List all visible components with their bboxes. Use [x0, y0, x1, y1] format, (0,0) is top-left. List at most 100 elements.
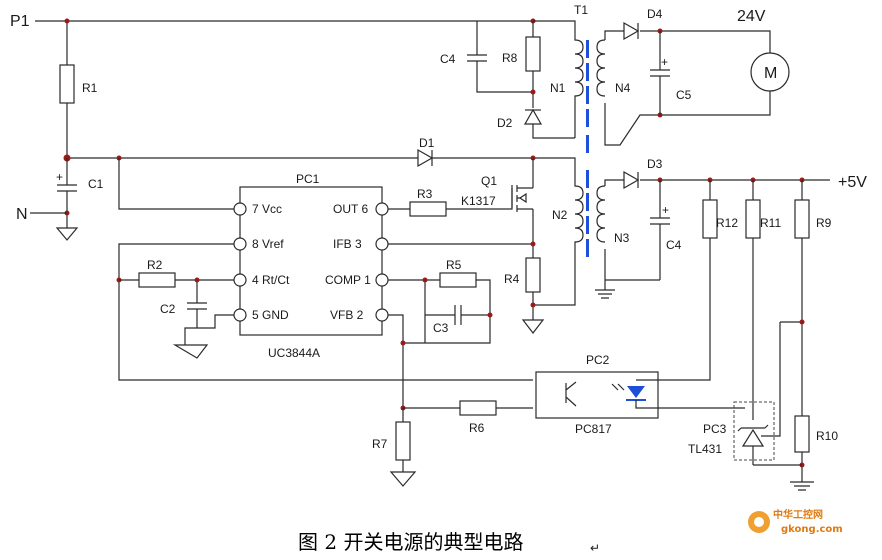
pin-5: 5 GND	[252, 308, 289, 322]
label-d3: D3	[647, 157, 663, 171]
label-n3: N3	[614, 231, 630, 245]
ground-symbol	[595, 289, 615, 299]
resistor-r3	[409, 201, 447, 217]
ground-symbol	[790, 481, 814, 491]
label-n2: N2	[552, 208, 568, 222]
phototransistor	[565, 381, 577, 407]
resistor-r9	[794, 199, 810, 239]
label-d2: D2	[497, 116, 513, 130]
label-c5: C5	[676, 88, 692, 102]
label-d1: D1	[419, 136, 435, 150]
label-c4b: C4	[666, 238, 682, 252]
svg-text:+: +	[662, 203, 669, 217]
capacitor-c1	[57, 158, 77, 228]
wire-fb	[402, 407, 533, 472]
label-5v: +5V	[838, 174, 867, 191]
wire-vcc	[118, 158, 234, 210]
label-r11: R11	[760, 216, 781, 230]
ground-symbol	[55, 227, 79, 241]
label-r9: R9	[816, 216, 832, 230]
label-t1: T1	[574, 3, 588, 17]
label-d4: D4	[647, 7, 663, 21]
pin-3: IFB 3	[333, 237, 362, 251]
ic-pins	[233, 202, 389, 322]
capacitor-c3	[454, 305, 462, 325]
figure-caption: 图 2 开关电源的典型电路	[298, 530, 523, 554]
winding-n1	[533, 20, 584, 138]
resistor-r4	[525, 257, 541, 293]
paragraph-mark: ↵	[590, 541, 600, 555]
label-n: N	[16, 206, 28, 223]
label-24v: 24V	[737, 8, 766, 25]
pin-8: 8 Vref	[252, 237, 284, 251]
resistor-r10	[794, 415, 810, 453]
ground-symbol	[521, 319, 545, 334]
label-pc817: PC817	[575, 422, 612, 436]
label-r8: R8	[502, 51, 518, 65]
label-pc1: PC1	[296, 172, 320, 186]
label-r2: R2	[147, 258, 163, 272]
label-q1: Q1	[481, 174, 497, 188]
wire-comp	[388, 279, 491, 410]
mosfet-q1	[511, 158, 534, 244]
resistor-r5	[439, 272, 477, 288]
ground-symbol	[389, 471, 417, 487]
rail-p1	[35, 20, 533, 159]
wire-vref	[118, 243, 533, 381]
pin-2: VFB 2	[330, 308, 364, 322]
pin-1: COMP 1	[325, 273, 371, 287]
resistor-r6	[459, 400, 497, 416]
label-r3: R3	[417, 187, 433, 201]
resistor-r1	[59, 64, 75, 104]
pin-4: 4 Rt/Ct	[252, 273, 290, 287]
label-r1: R1	[82, 81, 98, 95]
label-r12: R12	[716, 216, 738, 230]
wire-24v	[604, 30, 771, 146]
shunt-regulator-pc3	[733, 401, 775, 461]
label-tl431: TL431	[688, 442, 722, 456]
ground-symbol	[172, 344, 209, 359]
transformer-core	[586, 40, 589, 257]
winding-n4	[596, 39, 606, 97]
label-r5: R5	[446, 258, 462, 272]
resistor-r12	[702, 199, 718, 239]
wire-opto	[635, 238, 745, 409]
capacitor-c5	[650, 31, 670, 115]
resistor-r8	[525, 36, 541, 72]
svg-text:+: +	[56, 170, 63, 184]
label-c2: C2	[160, 302, 176, 316]
tl431-symbol	[741, 428, 765, 447]
pin-7: 7 Vcc	[252, 202, 282, 216]
winding-n2	[533, 157, 584, 306]
winding-n3	[596, 185, 606, 243]
svg-text:+: +	[661, 55, 668, 69]
label-p1: P1	[10, 13, 30, 30]
pin-6: OUT 6	[333, 202, 368, 216]
resistor-r2	[138, 272, 176, 288]
label-n1: N1	[550, 81, 566, 95]
resistor-r11	[745, 199, 761, 239]
label-r10: R10	[816, 429, 838, 443]
optocoupler-pc2	[535, 371, 659, 419]
resistor-r7	[395, 421, 411, 461]
label-k1317: K1317	[461, 194, 496, 208]
label-n4: N4	[615, 81, 631, 95]
diode-d4	[623, 21, 640, 41]
capacitor-c4-primary	[467, 21, 533, 93]
svg-text:中华工控网: 中华工控网	[773, 508, 823, 521]
ic-uc3844a	[239, 186, 383, 336]
svg-text:gkong.com: gkong.com	[781, 524, 843, 535]
diode-d1	[417, 148, 434, 168]
label-uc3844a: UC3844A	[268, 346, 320, 360]
label-pc3: PC3	[703, 422, 727, 436]
wire-5v	[604, 179, 830, 290]
label-r6: R6	[469, 421, 485, 435]
led-emitter	[627, 386, 645, 398]
capacitor-c4-secondary	[650, 180, 670, 280]
diode-d2	[523, 108, 543, 125]
label-r7: R7	[372, 437, 388, 451]
label-m: M	[764, 65, 777, 82]
wire-rtct	[119, 279, 234, 345]
